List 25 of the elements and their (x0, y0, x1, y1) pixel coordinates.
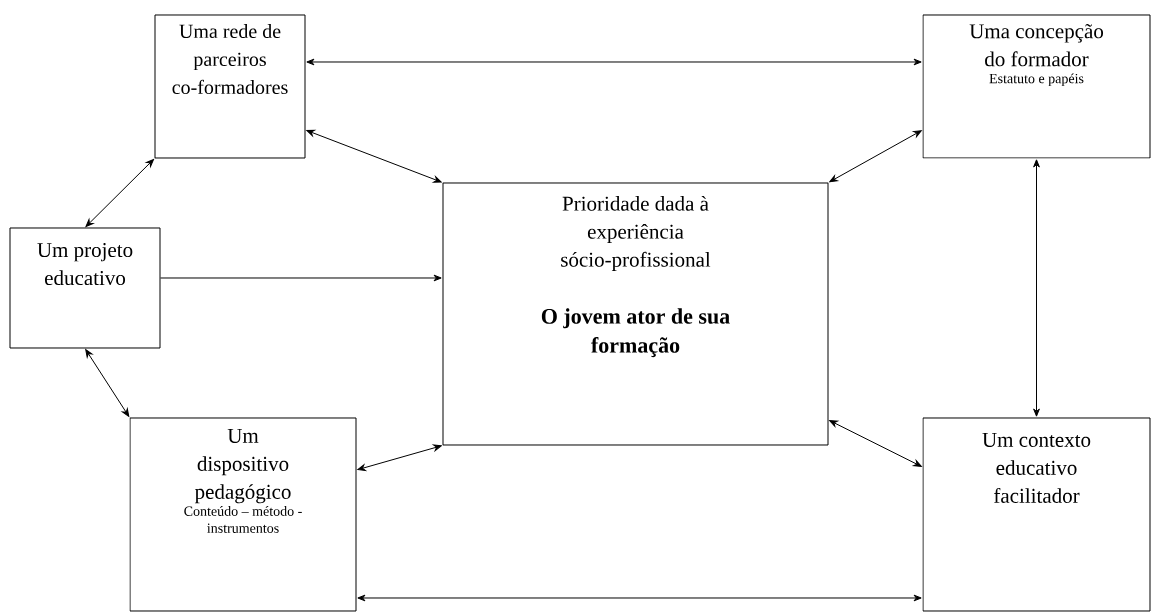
double-arrow (85, 158, 155, 228)
concept-box (922, 14, 1151, 159)
double-arrow (357, 444, 442, 471)
concept-box (9, 227, 161, 349)
double-arrow (829, 420, 922, 467)
concept-box (154, 14, 306, 159)
box-label: Um projeto educativo (37, 243, 133, 286)
double-arrow (306, 58, 922, 66)
box-label: O jovem ator de sua formação (541, 308, 730, 358)
concept-box (922, 417, 1151, 612)
double-arrow (85, 349, 130, 417)
double-arrow (829, 130, 922, 183)
arrow (160, 274, 442, 282)
box-label: Uma concepção do formador (969, 24, 1104, 67)
double-arrow (306, 129, 442, 183)
box-label: Prioridade dada à experiência sócio-profissional (561, 196, 711, 272)
concept-box (129, 417, 357, 612)
box-label: Um dispositivo pedagógico (194, 429, 291, 504)
box-label: Estatuto e papéis (989, 73, 1084, 87)
box-label: Conteúdo – método - instrumentos (184, 506, 302, 533)
double-arrow (1033, 159, 1040, 417)
box-label: Um contexto educativo facilitador (982, 433, 1091, 503)
double-arrow (357, 594, 922, 602)
concept-box (442, 182, 829, 446)
box-label: Uma rede de parceiros co-formadores (172, 24, 288, 95)
